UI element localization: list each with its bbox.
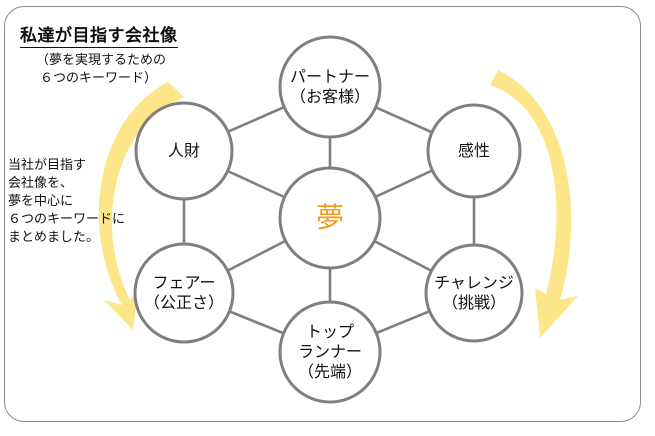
subtitle-line: （夢を実現するための bbox=[36, 53, 167, 68]
node-circle-sensibility bbox=[426, 103, 522, 199]
node-label-line: 感性 bbox=[457, 141, 491, 160]
side-note-line: ６つのキーワードに bbox=[8, 212, 126, 227]
node-label-sensibility: 感性 bbox=[458, 141, 490, 161]
node-circle-partner bbox=[278, 35, 382, 139]
subtitle-line: ６つのキーワード） bbox=[40, 71, 158, 86]
side-note: 当社が目指す 会社像を、 夢を中心に ６つのキーワードに まとめました。 bbox=[8, 157, 125, 247]
node-label-line: 人財 bbox=[167, 141, 201, 160]
left-curved-arrow bbox=[98, 82, 184, 330]
node-label-line: ランナー bbox=[297, 342, 363, 361]
node-label-talent: 人財 bbox=[168, 141, 200, 161]
node-circle-toprunner bbox=[278, 300, 382, 404]
node-label-partner: パートナー （お客様） bbox=[290, 67, 370, 107]
node-label-line: （お客様） bbox=[289, 87, 371, 106]
side-note-line: まとめました。 bbox=[8, 230, 100, 245]
subtitle: （夢を実現するための ６つのキーワード） bbox=[36, 52, 166, 88]
node-label-line: （先端） bbox=[297, 362, 363, 381]
page-title: 私達が目指す会社像 bbox=[20, 26, 178, 48]
node-label-line: パートナー bbox=[289, 67, 371, 86]
node-circle-fair bbox=[133, 242, 235, 344]
keyword-circles bbox=[133, 35, 524, 404]
side-note-line: 当社が目指す bbox=[8, 158, 87, 173]
node-label-line: （公正さ） bbox=[143, 293, 225, 312]
node-circle-challenge bbox=[424, 243, 524, 343]
side-note-line: 夢を中心に bbox=[8, 194, 74, 209]
side-note-line: 会社像を、 bbox=[8, 176, 74, 191]
node-label-challenge: チャレンジ （挑戦） bbox=[434, 273, 514, 313]
node-label-fair: フェアー （公正さ） bbox=[144, 273, 224, 313]
cycle-arrows bbox=[98, 70, 578, 338]
node-label-toprunner: トップ ランナー （先端） bbox=[298, 322, 362, 382]
node-circle-talent bbox=[134, 101, 234, 201]
center-circle bbox=[278, 166, 382, 270]
node-label-line: トップ bbox=[305, 322, 355, 341]
node-label-line: チャレンジ bbox=[434, 273, 514, 292]
center-label: 夢 bbox=[315, 201, 345, 234]
right-curved-arrow bbox=[490, 70, 578, 338]
node-label-line: フェアー bbox=[152, 273, 216, 292]
node-label-line: （挑戦） bbox=[441, 293, 506, 312]
